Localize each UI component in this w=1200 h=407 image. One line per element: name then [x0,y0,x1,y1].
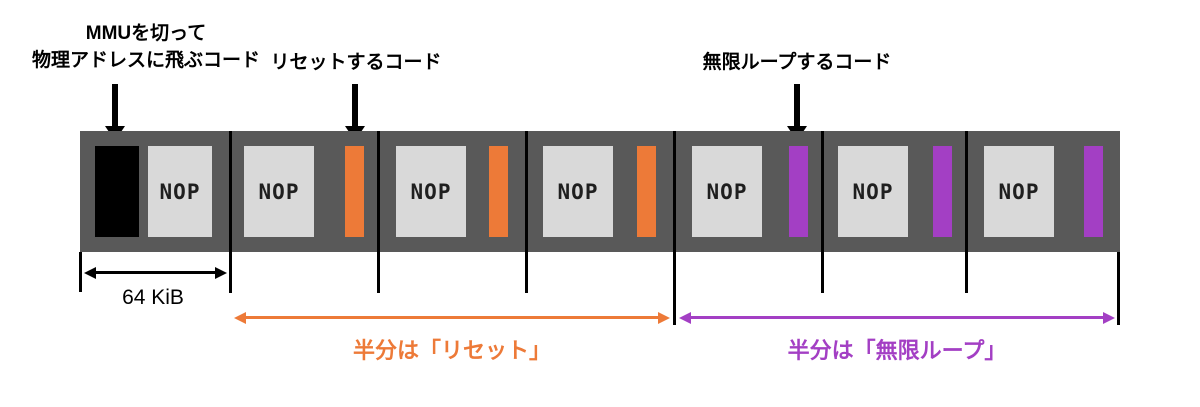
reset-code-strip [345,146,364,237]
nop-block: NOP [692,146,762,237]
nop-block: NOP [984,146,1054,237]
reset-span-label: 半分は「リセット」 [352,338,552,363]
loop-span-label: 半分は「無限ループ」 [787,338,1007,363]
nop-block: NOP [148,146,212,237]
arrow-head-right [1103,311,1115,324]
arrow-line [96,271,215,274]
jump-code-label-line2: 物理アドレスに飛ぶコード [31,50,261,71]
segment-divider [377,131,380,293]
size-measure-arrow-icon [84,266,227,279]
nop-block: NOP [396,146,466,237]
segment-divider [229,131,232,293]
loop-code-strip [933,146,952,237]
nop-block: NOP [543,146,613,237]
arrow-shaft [794,84,800,126]
arrow-head-left [679,311,691,324]
nop-block: NOP [244,146,314,237]
loop-span-arrow-icon [679,311,1115,324]
arrow-head-right [215,266,227,279]
arrow-line [691,316,1103,319]
segment-divider [965,131,968,293]
reset-code-strip [489,146,508,237]
memory-bar: NOP NOP NOP NOP NOP NOP NOP [80,131,1120,252]
loop-code-strip [1084,146,1103,237]
bar-left-tick [79,252,82,292]
reset-code-strip [637,146,656,237]
loop-code-label: 無限ループするコード [702,52,892,73]
loop-code-strip [789,146,808,237]
nop-block: NOP [838,146,908,237]
arrow-head-left [234,311,246,324]
segment-divider [821,131,824,293]
arrow-head-right [658,311,670,324]
jump-code-block [95,146,139,237]
arrow-shaft [112,84,118,126]
arrow-line [246,316,658,319]
segment-divider-halfway [673,131,676,325]
size-label: 64 KiB [122,286,184,309]
segment-divider [525,131,528,293]
arrow-shaft [352,84,358,126]
bar-right-tick [1117,252,1120,325]
reset-span-arrow-icon [234,311,670,324]
jump-code-label-line1: MMUを切って [85,23,207,44]
reset-code-label: リセットするコード [270,52,442,73]
arrow-head-left [84,266,96,279]
jump-code-label: MMUを切って 物理アドレスに飛ぶコード [32,20,260,74]
